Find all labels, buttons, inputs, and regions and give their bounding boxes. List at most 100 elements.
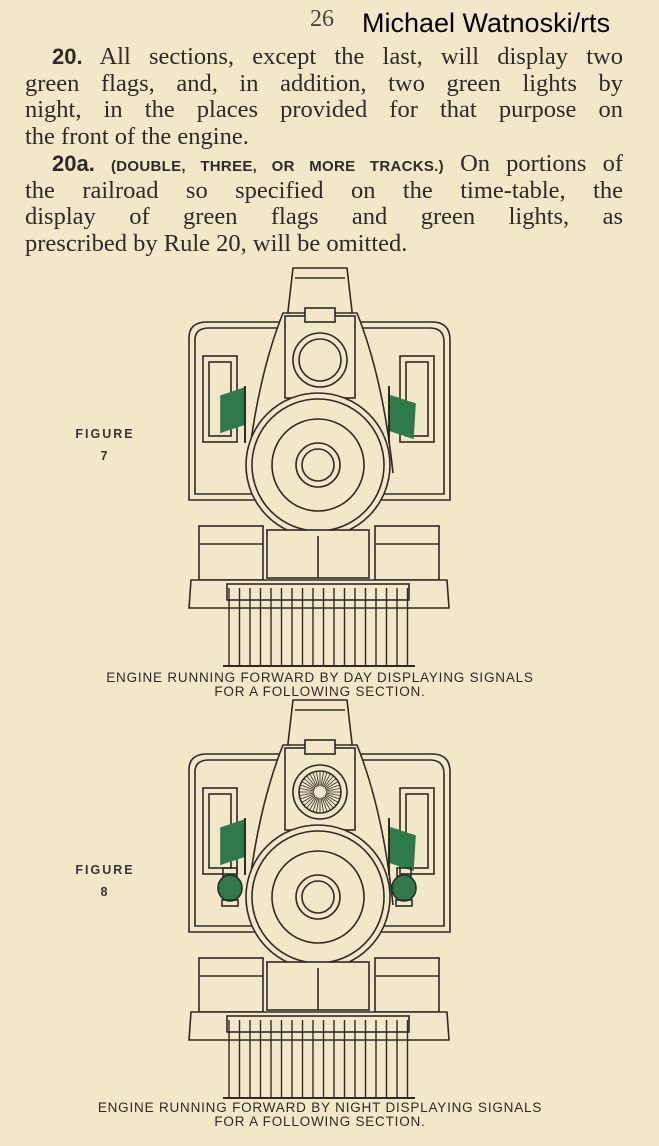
headlight-ray — [301, 794, 316, 803]
rule-20a-line: display of green flags and green lights,… — [25, 203, 623, 230]
caption-line: ENGINE RUNNING FORWARD BY DAY DISPLAYING… — [106, 670, 534, 685]
headlight-ray — [325, 792, 341, 797]
pilot-beam — [188, 579, 450, 609]
headlight-ray — [300, 793, 315, 800]
headlight-ray — [324, 781, 339, 790]
headlight-lens-inner — [298, 338, 342, 382]
headlight-ray — [325, 793, 340, 800]
smokebox — [245, 392, 391, 538]
headlight-ray — [320, 771, 325, 787]
door-hub — [301, 880, 335, 914]
door-hub — [301, 448, 335, 482]
cylinder-left — [198, 957, 264, 1013]
smokebox — [245, 824, 391, 970]
rule-20-line: green flags, and, in addition, two green… — [25, 69, 623, 97]
door-center — [295, 874, 341, 920]
headlight-ray — [301, 781, 316, 790]
figure-label-text: FIGURE — [75, 863, 135, 877]
headlight-case — [284, 747, 356, 831]
headlight-ray — [315, 797, 320, 813]
cab-window-inner — [405, 361, 429, 437]
marker-lamp-base — [221, 899, 239, 907]
page-number: 26 — [310, 6, 334, 32]
rule-20a-line: the railroad so specified on the time-ta… — [25, 176, 623, 204]
headlight-ray — [321, 797, 328, 812]
headlight-ray — [324, 795, 337, 806]
figure-8-label: FIGURE 8 — [70, 859, 140, 903]
headlight-ray — [303, 795, 316, 806]
headlight-ray — [325, 784, 340, 791]
headlight-ray — [323, 796, 334, 809]
headlight-top — [304, 307, 336, 323]
smokebox-door — [271, 850, 365, 944]
headlight-ray — [322, 796, 331, 811]
rule-heading: (DOUBLE, THREE, OR MORE TRACKS.) — [110, 158, 444, 175]
green-flag-right — [388, 826, 416, 872]
rule-20a-line: prescribed by Rule 20, will be omitted. — [25, 229, 408, 257]
rule-text: On portions of — [460, 150, 624, 177]
door-center — [295, 442, 341, 488]
headlight-ray — [320, 797, 325, 813]
green-flag-left — [220, 818, 246, 866]
headlight-ray — [299, 787, 315, 792]
smoke-stack — [286, 699, 354, 753]
headlight-lens — [292, 764, 348, 820]
cylinder-right — [374, 957, 440, 1013]
green-marker-lamp — [217, 874, 243, 902]
headlight-ray — [315, 771, 320, 787]
green-flag-left — [220, 386, 246, 434]
marker-lamp-base — [395, 899, 413, 907]
figure-7-label: FIGURE 7 — [70, 423, 140, 467]
locomotive-night-illustration — [188, 699, 451, 1099]
headlight-ray — [325, 787, 341, 792]
figure-7-caption: ENGINE RUNNING FORWARD BY DAY DISPLAYING… — [40, 671, 600, 699]
figure-number: 7 — [100, 449, 110, 463]
headlight-ray — [309, 796, 318, 811]
headlight-ray — [323, 775, 334, 788]
smoke-stack — [286, 267, 354, 321]
headlight-ray — [299, 792, 315, 797]
headlight-lens — [292, 332, 348, 388]
headlight-ray — [306, 775, 317, 788]
headlight-ray — [300, 784, 315, 791]
headlight-ray — [324, 778, 337, 789]
rule-20a: 20a. (DOUBLE, THREE, OR MORE TRACKS.) On… — [25, 150, 624, 257]
cab-window-inner — [405, 793, 429, 869]
cylinder-left — [198, 525, 264, 581]
headlight-ray — [309, 773, 318, 788]
rule-20-line: 20. All sections, except the last, will … — [25, 43, 623, 71]
cab-inner — [194, 759, 445, 927]
headlight-ray — [324, 794, 339, 803]
headlight-top — [304, 739, 336, 755]
green-marker-lamp — [391, 874, 417, 902]
rule-text: All sections, except the last, will disp… — [99, 43, 623, 70]
headlight-ray — [312, 772, 319, 787]
credit-watermark: Michael Watnoski/rts — [362, 8, 611, 38]
pilot-beam — [188, 1011, 450, 1041]
rule-number: 20. — [52, 44, 83, 69]
bumper-plate — [226, 583, 410, 601]
rule-20: 20. All sections, except the last, will … — [25, 43, 623, 150]
cylinder-right — [374, 525, 440, 581]
caption-line: FOR A FOLLOWING SECTION. — [214, 684, 426, 699]
caption-line: FOR A FOLLOWING SECTION. — [214, 1114, 426, 1129]
figure-8-caption: ENGINE RUNNING FORWARD BY NIGHT DISPLAYI… — [40, 1101, 600, 1129]
locomotive-day-illustration — [188, 267, 451, 667]
green-flag-right — [388, 394, 416, 440]
caption-line: ENGINE RUNNING FORWARD BY NIGHT DISPLAYI… — [97, 1100, 543, 1115]
rule-number: 20a. — [52, 151, 95, 176]
headlight-ray — [312, 797, 319, 812]
headlight-ray — [306, 796, 317, 809]
headlight-case — [284, 315, 356, 399]
headlight-ray — [303, 778, 316, 789]
headlight-ray — [322, 773, 331, 788]
rule-20a-line: 20a. (DOUBLE, THREE, OR MORE TRACKS.) On… — [25, 150, 624, 178]
figure-label-text: FIGURE — [75, 427, 135, 441]
rule-20-line: the front of the engine. — [25, 122, 249, 150]
headlight-ray — [321, 772, 328, 787]
smokebox-door — [271, 418, 365, 512]
rule-20-line: night, in the places provided for that p… — [25, 96, 623, 123]
figure-number: 8 — [100, 885, 110, 899]
cab-inner — [194, 327, 445, 495]
bumper-plate — [226, 1015, 410, 1033]
